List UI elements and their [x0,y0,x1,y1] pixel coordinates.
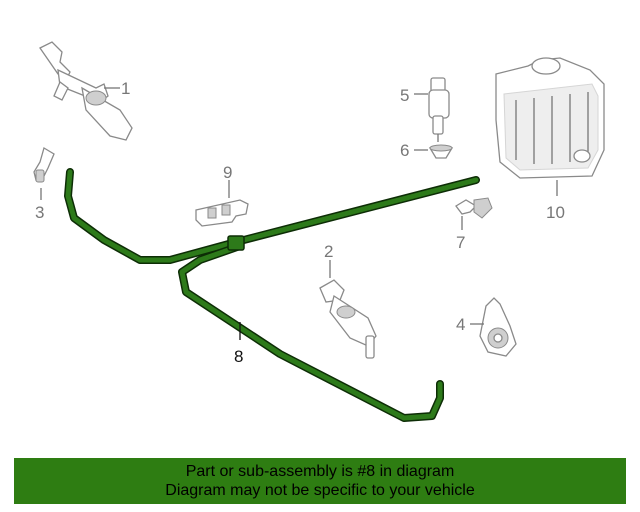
banner-line-2: Diagram may not be specific to your vehi… [165,482,475,499]
part-7-elbow-fitting[interactable] [455,197,493,219]
callout-1[interactable]: 1 [121,79,130,98]
banner-line-1: Part or sub-assembly is #8 in diagram [185,463,455,480]
part-4-motor[interactable] [479,297,517,357]
callout-5[interactable]: 5 [400,86,409,105]
part-9-bracket[interactable] [195,199,249,227]
info-banner: Part or sub-assembly is #8 in diagram Di… [14,458,626,504]
callout-7[interactable]: 7 [456,233,465,252]
callout-9[interactable]: 9 [223,163,232,182]
callout-10[interactable]: 10 [546,203,565,222]
part-3-connector[interactable] [33,147,55,183]
part-6-grommet[interactable] [428,144,454,159]
part-10-washer-reservoir[interactable] [495,57,605,179]
callout-2[interactable]: 2 [324,242,333,261]
callout-4[interactable]: 4 [456,315,465,334]
part-2-washer-nozzle[interactable] [319,279,377,359]
part-8-washer-hose[interactable] [64,168,480,422]
callout-8[interactable]: 8 [234,347,243,366]
callout-3[interactable]: 3 [35,203,44,222]
parts-diagram: 1 3 9 5 6 10 7 [33,41,605,422]
callout-6[interactable]: 6 [400,141,409,160]
part-5-washer-pump[interactable] [428,77,450,142]
part-1-washer-nozzle[interactable] [39,41,133,141]
